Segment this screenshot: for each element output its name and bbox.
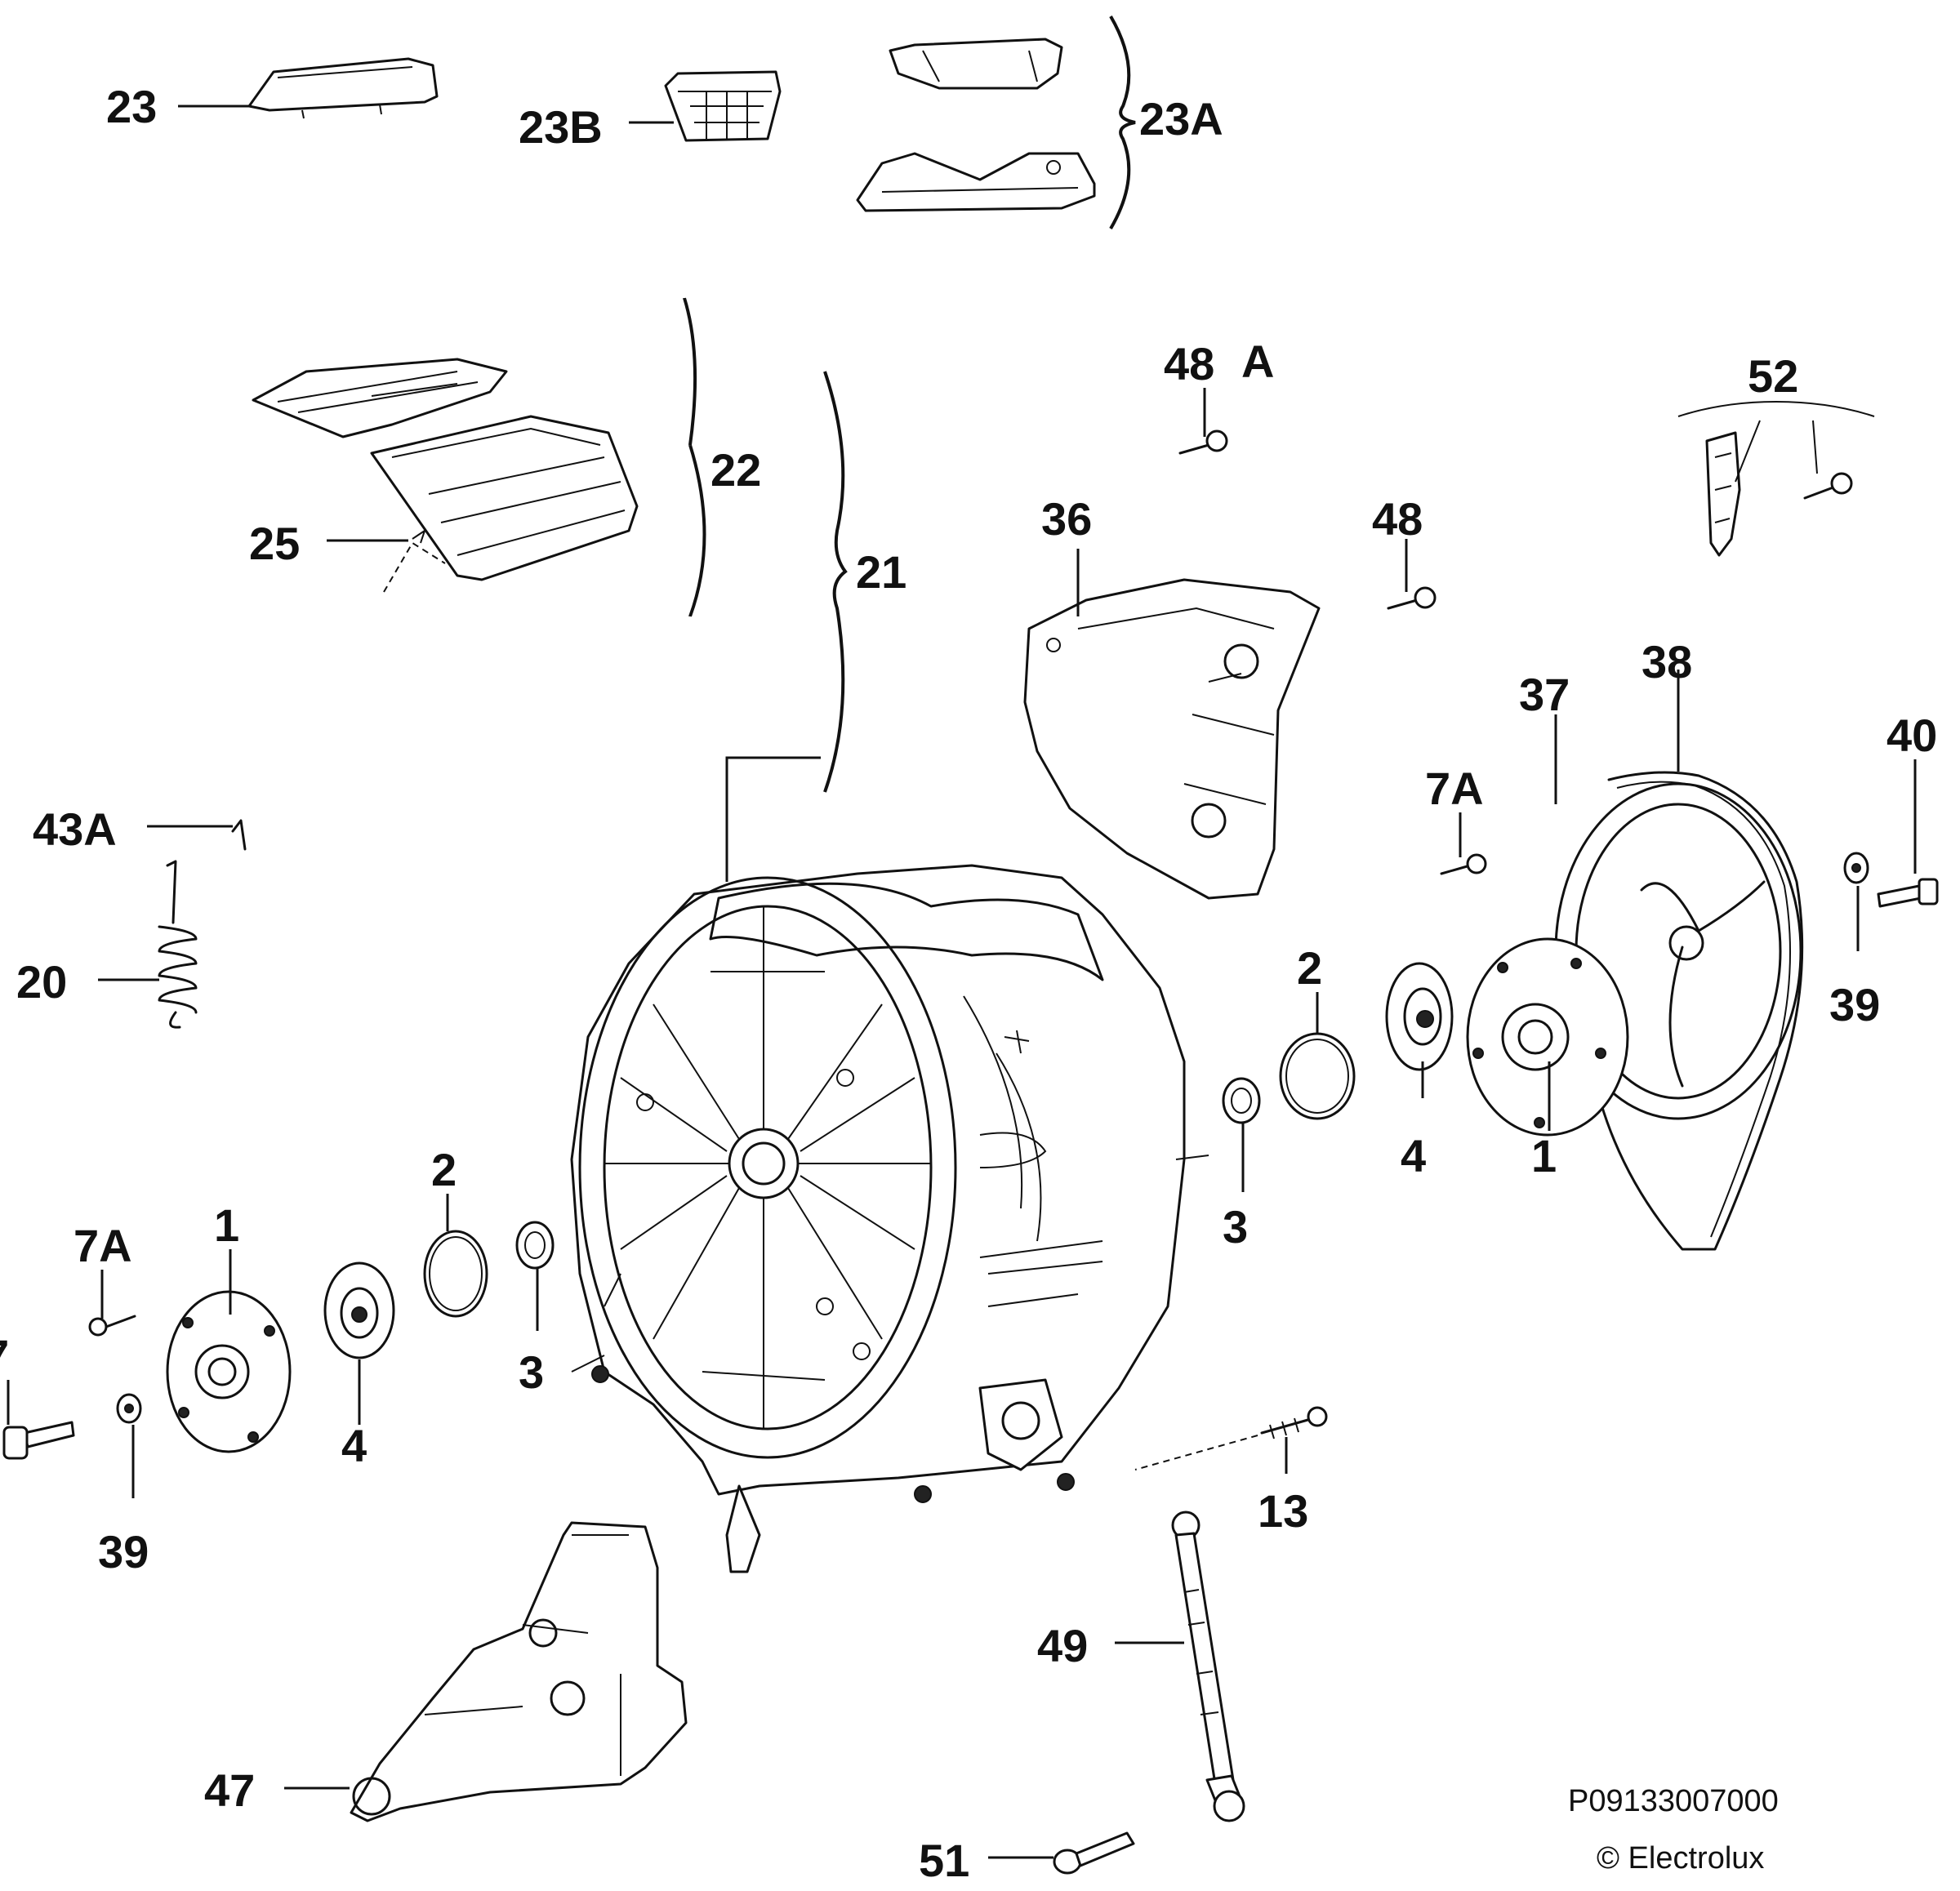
label-23b: 23B [519, 101, 603, 153]
label-20: 20 [16, 956, 67, 1008]
label-48a-suffix: A [1241, 336, 1274, 387]
part-49-shock-absorber [1171, 1511, 1245, 1822]
label-7a-right: 7A [1425, 763, 1484, 814]
label-4-left: 4 [341, 1420, 367, 1471]
label-7a-left: 7A [74, 1220, 132, 1271]
label-2-left: 2 [431, 1144, 457, 1195]
leader-52 [1735, 420, 1818, 483]
part-43a-hook [231, 819, 247, 851]
part-1-right-flange [1466, 937, 1629, 1137]
label-36: 36 [1041, 493, 1092, 545]
label-48: 48 [1372, 493, 1423, 545]
part-22-filter-cover [252, 358, 639, 581]
label-21: 21 [856, 546, 906, 598]
part-23a-upper [889, 38, 1063, 90]
part-3-left-seal [515, 1221, 555, 1270]
label-39-right: 39 [1829, 979, 1880, 1030]
label-49: 49 [1037, 1620, 1088, 1671]
label-37: 37 [1519, 669, 1570, 720]
label-4-right: 4 [1401, 1130, 1426, 1181]
part-25-spring-clip [383, 528, 446, 593]
label-13: 13 [1258, 1485, 1308, 1537]
label-1-right: 1 [1531, 1130, 1557, 1181]
part-7-bolt [2, 1421, 75, 1460]
part-23-dispenser-handle [247, 57, 439, 119]
label-3-right: 3 [1223, 1201, 1248, 1253]
part-39-left-washer [116, 1393, 142, 1424]
label-40: 40 [1886, 710, 1937, 761]
label-1-left: 1 [214, 1199, 239, 1251]
part-23b-hinge [664, 70, 782, 142]
dashed-13 [1134, 1435, 1258, 1471]
label-52: 52 [1748, 350, 1798, 402]
diagram-code: P09133007000 [1568, 1784, 1779, 1818]
part-7a-right-screw [1440, 853, 1487, 875]
label-43a: 43A [33, 803, 117, 855]
part-48a-screw [1178, 429, 1228, 455]
label-25: 25 [249, 518, 300, 569]
label-2-right: 2 [1297, 942, 1322, 994]
label-22: 22 [710, 444, 761, 496]
part-52-bracket [1705, 431, 1853, 557]
label-51: 51 [919, 1835, 969, 1886]
part-4-left-bearing [323, 1261, 395, 1359]
part-47-lower-counterweight [350, 1521, 688, 1822]
brace-23a [1109, 15, 1136, 230]
part-2-left-oring [423, 1230, 488, 1318]
part-48-screw [1387, 586, 1437, 610]
part-39-right-washer [1843, 852, 1869, 884]
brace-52 [1677, 400, 1875, 417]
part-13-screw [1260, 1406, 1328, 1439]
label-39-left: 39 [98, 1526, 149, 1577]
part-23a-lower [856, 152, 1096, 212]
part-40-bolt [1877, 878, 1939, 908]
part-4-right-bearing [1385, 962, 1454, 1071]
part-3-right-seal [1222, 1077, 1261, 1124]
leader-21 [725, 756, 821, 882]
label-48a: 48 [1164, 338, 1214, 389]
part-7a-left-screw [88, 1315, 136, 1337]
part-51-bolt [1053, 1831, 1135, 1875]
part-2-right-oring [1279, 1032, 1356, 1120]
label-3-left: 3 [519, 1346, 544, 1398]
label-38: 38 [1642, 636, 1692, 687]
label-23: 23 [106, 81, 157, 132]
brace-21 [823, 371, 848, 793]
label-7: 7 [0, 1330, 9, 1382]
label-23a: 23A [1139, 93, 1223, 145]
part-36-counterweight [1023, 578, 1321, 900]
brace-22 [683, 297, 706, 617]
part-1-left-flange [166, 1290, 292, 1453]
label-47: 47 [204, 1764, 255, 1816]
copyright: © Electrolux [1597, 1841, 1764, 1875]
part-21-tub [570, 864, 1209, 1573]
part-20-spring [158, 860, 198, 1029]
